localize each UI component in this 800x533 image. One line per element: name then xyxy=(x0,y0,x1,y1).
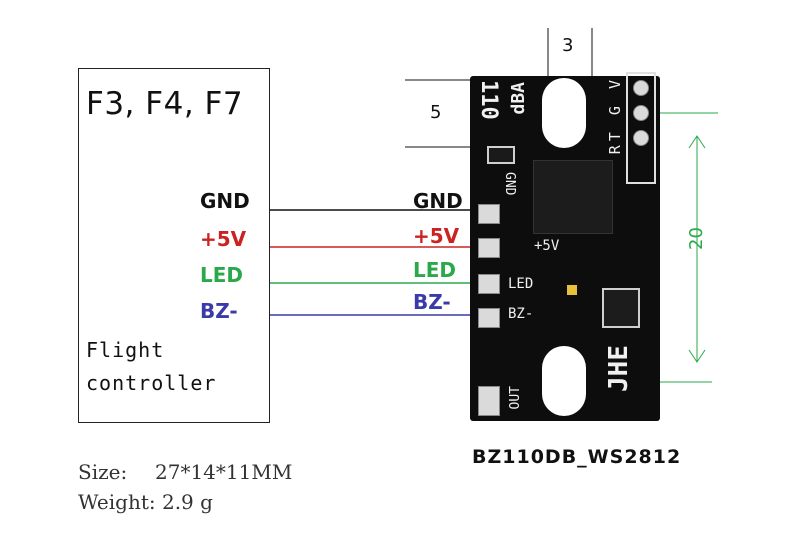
silk-gnd: GND xyxy=(502,172,517,196)
product-caption: BZ110DB_WS2812 xyxy=(472,446,682,468)
wire-label-gnd: GND xyxy=(413,189,463,213)
flight-controller-title: F3, F4, F7 xyxy=(86,86,244,122)
pad-5v xyxy=(478,238,500,258)
pad-bz xyxy=(478,308,500,328)
smd-resistor xyxy=(487,146,515,164)
ic-chip xyxy=(533,160,613,234)
pad-led xyxy=(478,274,500,294)
flight-controller-name-line2: controller xyxy=(86,371,217,395)
pin-rt xyxy=(633,130,649,146)
transistor-component xyxy=(602,288,640,328)
fc-label-gnd: GND xyxy=(200,189,250,213)
pad-out xyxy=(478,386,500,416)
pcb-brand: JHE xyxy=(604,345,634,392)
dim-arrow-down xyxy=(688,349,706,363)
pcb-pin-labels: RT G V xyxy=(606,76,624,155)
spec-weight: Weight: 2.9 g xyxy=(78,490,213,514)
mounting-slot-bottom xyxy=(542,346,586,416)
pcb-model-110: 110 xyxy=(476,80,501,120)
silk-5v: +5V xyxy=(534,238,560,254)
dim-label-right: 20 xyxy=(685,227,707,250)
pin-v xyxy=(633,80,649,96)
spec-size-value: 27*14*11MM xyxy=(155,460,293,484)
silk-out: OUT xyxy=(508,386,523,410)
silk-led: LED xyxy=(508,276,534,292)
wire-label-led: LED xyxy=(413,258,457,282)
spec-size-label: Size: xyxy=(78,460,128,484)
flight-controller-box xyxy=(78,68,270,423)
pin-header xyxy=(626,72,656,184)
wire-label-5v: +5V xyxy=(413,224,460,248)
dim-label-top: 3 xyxy=(562,35,574,56)
pad-gnd xyxy=(478,204,500,224)
wire-label-bz: BZ- xyxy=(413,290,451,314)
fc-label-led: LED xyxy=(200,263,244,287)
flight-controller-name-line1: Flight xyxy=(86,338,165,362)
mounting-slot-top xyxy=(542,78,586,148)
dim-arrow-up xyxy=(688,135,706,149)
silk-bz: BZ- xyxy=(508,306,534,322)
pin-g xyxy=(633,105,649,121)
fc-label-5v: +5V xyxy=(200,227,247,251)
pcb-model-dba: dBA xyxy=(508,82,529,115)
dim-label-left: 5 xyxy=(430,102,442,123)
fc-label-bz: BZ- xyxy=(200,299,238,323)
led-component xyxy=(567,285,577,295)
